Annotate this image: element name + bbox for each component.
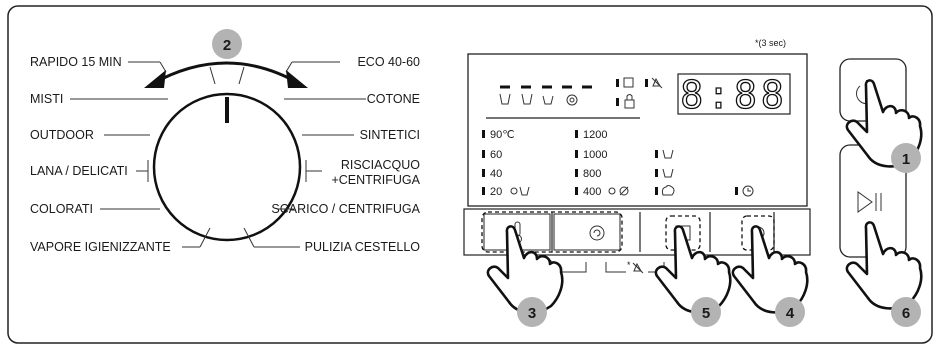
callout-4: 4 [786, 305, 795, 322]
mute-icon [652, 77, 661, 87]
temperature-label: 90℃ [490, 129, 515, 141]
program-label: COTONE [367, 92, 420, 106]
no-spin-icon [608, 187, 616, 195]
rotate-arrow-right-icon [286, 70, 308, 88]
spin-icon [566, 94, 578, 106]
spin-button[interactable] [553, 213, 621, 251]
cold-wash-icon [510, 187, 518, 195]
leader-line [243, 227, 255, 248]
rinse-option-icon [662, 168, 674, 178]
program-label: PULIZIA CESTELLO [305, 240, 421, 254]
callout-6: 6 [902, 305, 910, 322]
callout-2: 2 [223, 37, 231, 54]
program-label: MISTI [30, 92, 63, 106]
indicator-led [616, 98, 619, 106]
spin-swirl-icon [589, 225, 605, 241]
program-step-indicators [499, 85, 592, 106]
spin-list: 1200 1000 800 400 [575, 129, 629, 198]
digit-display: 8:88 [680, 73, 788, 117]
indicator-led [616, 79, 619, 87]
callout-3: 3 [528, 305, 536, 322]
cold-basin-icon [519, 186, 530, 196]
leader-line [159, 61, 167, 73]
no-spin-icon [619, 186, 629, 196]
program-label: SCARICO / CENTRIFUGA [271, 202, 420, 216]
temperature-label: 40 [490, 168, 502, 180]
program-label: VAPORE IGIENIZZANTE [30, 240, 171, 254]
spin-speed-label: 400 [583, 186, 601, 198]
callout-badge-2 [212, 29, 242, 59]
digit-display-frame [677, 73, 791, 115]
program-label: OUTDOOR [30, 128, 94, 142]
mute-hint-icon [633, 262, 642, 272]
program-label: ECO 40-60 [357, 55, 420, 69]
display-panel: *(3 sec) 8:88 90℃ [467, 38, 808, 207]
callout-badge-1 [891, 143, 921, 173]
program-label: RISCIACQUO [341, 158, 420, 172]
callout-badge-5 [691, 297, 721, 327]
spin-speed-label: 1200 [583, 129, 607, 141]
program-label: LANA / DELICATI [30, 164, 128, 178]
lock-icon [624, 99, 635, 109]
drain-icon [542, 95, 554, 105]
leader-line [285, 61, 293, 73]
rotate-arc [151, 61, 301, 86]
callout-badge-3 [517, 297, 547, 327]
options-button[interactable] [665, 215, 701, 251]
delay-end-icon [742, 185, 754, 197]
program-label: RAPIDO 15 MIN [30, 55, 122, 69]
rotate-arrow-left-icon [144, 70, 166, 88]
display-frame [467, 53, 808, 207]
program-label: SINTETICI [360, 128, 420, 142]
rinse-icon [521, 93, 533, 105]
leader-line [199, 227, 211, 248]
spin-speed-label: 800 [583, 168, 601, 180]
option-indicators [655, 149, 754, 197]
button-strip-frame [463, 208, 811, 256]
dial-tick [209, 66, 216, 85]
indicator-led [645, 79, 648, 87]
hold-note: *(3 sec) [755, 38, 786, 48]
callout-badge-6 [891, 297, 921, 327]
temperature-list: 90℃ 60 40 20 [482, 129, 530, 198]
spin-speed-label: 1000 [583, 149, 607, 161]
mute-hold-star: * [627, 260, 631, 270]
temperature-label: 20 [490, 186, 502, 198]
callout-badge-4 [775, 297, 805, 327]
program-dial[interactable] [152, 92, 302, 242]
callout-1: 1 [902, 151, 910, 168]
dial-tick [238, 66, 245, 85]
program-label: COLORATI [30, 202, 93, 216]
drain-option-icon [662, 149, 674, 159]
child-lock-door-icon [623, 77, 634, 88]
program-dial-group: 2 RAPIDO 15 MIN MISTI OUTDOOR LANA / DEL… [30, 29, 421, 254]
wash-icon [499, 93, 511, 105]
temperature-label: 60 [490, 149, 502, 161]
program-label: +CENTRIFUGA [331, 173, 420, 187]
steam-option-icon [661, 185, 675, 196]
play-pause-icon [857, 191, 882, 213]
callout-5: 5 [702, 305, 710, 322]
